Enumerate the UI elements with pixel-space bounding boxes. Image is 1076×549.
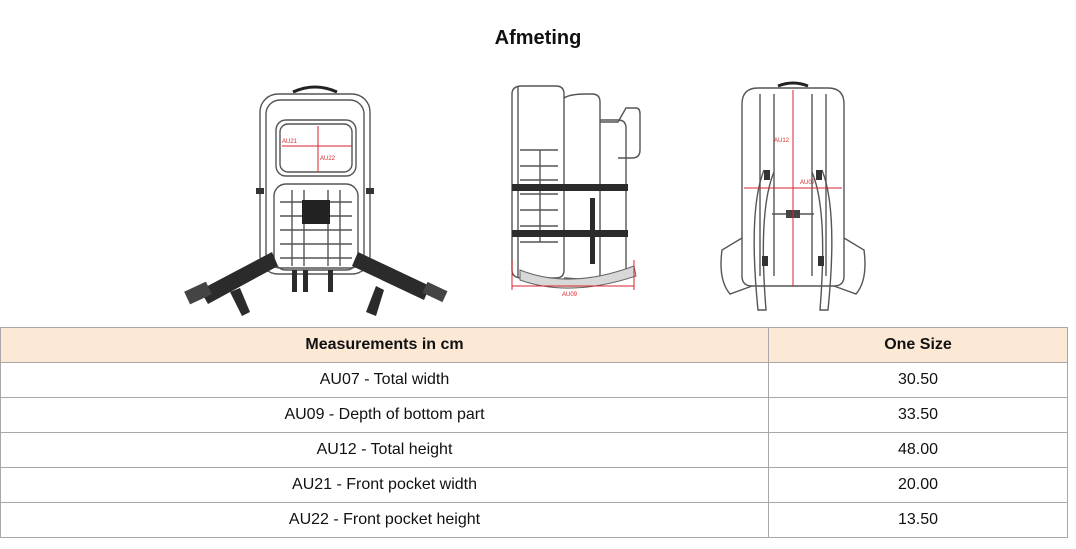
value-cell: 48.00 [768,432,1068,468]
au07-label: AU07 [800,180,816,186]
value-cell: 13.50 [768,502,1068,538]
product-illustrations: AU21 AU22 [0,70,1076,320]
au21-label: AU21 [282,139,298,145]
table-row: AU07 - Total width 30.50 [0,362,1068,398]
backpack-back-illustration: AU12 AU07 [720,81,866,311]
table-row: AU09 - Depth of bottom part 33.50 [0,397,1068,433]
table-header-row: Measurements in cm One Size [0,327,1068,363]
value-cell: 20.00 [768,467,1068,503]
size-table-container: Measurements in cm One Size AU07 - Total… [0,327,1068,538]
table-row: AU21 - Front pocket width 20.00 [0,467,1068,503]
table-row: AU12 - Total height 48.00 [0,432,1068,468]
au22-label: AU22 [320,156,336,162]
table-row: AU22 - Front pocket height 13.50 [0,502,1068,538]
measurement-cell: AU21 - Front pocket width [0,467,769,503]
column-header-measurement: Measurements in cm [0,327,769,363]
au12-label: AU12 [774,138,790,144]
backpack-side-illustration: AU09 [511,85,641,298]
measurement-cell: AU22 - Front pocket height [0,502,769,538]
measurement-cell: AU07 - Total width [0,362,769,398]
column-header-size: One Size [768,327,1068,363]
backpack-front-illustration: AU21 AU22 [184,85,448,316]
au09-label: AU09 [562,292,578,298]
measurement-cell: AU09 - Depth of bottom part [0,397,769,433]
size-table: Measurements in cm One Size AU07 - Total… [0,327,1068,538]
measurement-cell: AU12 - Total height [0,432,769,468]
value-cell: 30.50 [768,362,1068,398]
value-cell: 33.50 [768,397,1068,433]
page-title: Afmeting [494,27,582,49]
